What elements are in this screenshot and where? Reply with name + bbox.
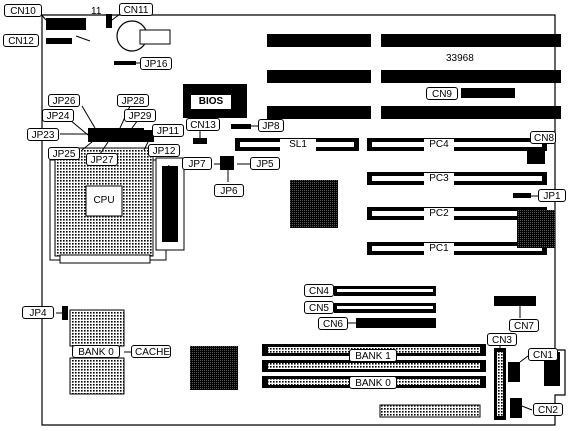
label-jp8: JP8 [258, 119, 284, 132]
label-cn2: CN2 [533, 403, 563, 416]
cn10-connector [46, 18, 86, 30]
label-jp4: JP4 [22, 306, 54, 319]
label-cn5: CN5 [304, 301, 334, 314]
pc3-text: PC3 [424, 173, 454, 185]
label-jp6: JP6 [214, 184, 244, 197]
cache-chips [69, 309, 125, 395]
label-jp5: JP5 [250, 157, 280, 170]
label-jp23: JP23 [27, 128, 59, 141]
cn8-connector [527, 148, 545, 164]
label-jp24: JP24 [42, 109, 74, 122]
amd-text: AMD [166, 165, 175, 183]
jumper-block [88, 128, 154, 142]
label-cn8: CN8 [530, 131, 556, 144]
pc4-text: PC4 [424, 139, 454, 151]
cn11-jumper [106, 14, 112, 28]
label-jp27: JP27 [86, 153, 118, 166]
label-cn7: CN7 [509, 319, 539, 332]
bios-label-plate [191, 95, 231, 109]
jp5-6-7-jumpers [220, 156, 234, 170]
chipset-chip-2 [517, 210, 555, 248]
label-jp29: JP29 [124, 109, 156, 122]
chipset-chip-1 [290, 180, 338, 228]
jp8-jumper [231, 124, 251, 129]
label-jp25: JP25 [48, 147, 80, 160]
isa-slots-top [267, 34, 561, 119]
label-jp12: JP12 [148, 144, 180, 157]
cn2-connector [510, 398, 522, 418]
label-cn3: CN3 [487, 333, 517, 346]
cn1-connector [508, 362, 520, 382]
cn9-connector [461, 88, 515, 98]
label-cn13: CN13 [186, 118, 220, 131]
cn13-header [193, 138, 207, 144]
bottom-pin-row [379, 404, 481, 418]
label-cn4: CN4 [304, 284, 334, 297]
pin-11-text: 11 [91, 6, 102, 17]
chipset-chip-3 [190, 346, 238, 390]
jp16-jumper [114, 61, 136, 65]
pci-slots [367, 138, 547, 255]
board-id-text: 33968 [446, 53, 474, 64]
pc1-text: PC1 [424, 243, 454, 255]
label-jp28: JP28 [117, 94, 149, 107]
bios-text: BIOS [198, 96, 224, 107]
label-jp16: JP16 [140, 57, 172, 70]
cn7-connector [494, 296, 536, 306]
cpu-text: CPU [93, 195, 115, 206]
jp1-jumper [513, 193, 531, 198]
label-cn9: CN9 [426, 87, 458, 100]
label-cn11: CN11 [119, 3, 153, 16]
cn12-header [46, 38, 72, 44]
label-jp7: JP7 [182, 157, 212, 170]
label-bank1-simm: BANK 1 [349, 349, 397, 362]
sl1-text: SL1 [280, 139, 316, 151]
pc2-text: PC2 [424, 208, 454, 220]
label-jp26: JP26 [48, 94, 80, 107]
label-cn12: CN12 [3, 34, 39, 47]
cpu-socket [49, 147, 185, 264]
label-cn6: CN6 [318, 317, 348, 330]
label-bank0-simm: BANK 0 [349, 376, 397, 389]
label-cache: CACHE [131, 345, 171, 358]
label-jp1: JP1 [538, 189, 566, 202]
label-cn1: CN1 [528, 348, 558, 361]
io-headers [334, 286, 436, 328]
label-bank0-cache: BANK 0 [72, 345, 120, 358]
battery-tab [139, 29, 171, 45]
label-cn10: CN10 [4, 4, 42, 17]
jp4-jumper [62, 306, 68, 320]
label-jp11: JP11 [152, 124, 184, 137]
